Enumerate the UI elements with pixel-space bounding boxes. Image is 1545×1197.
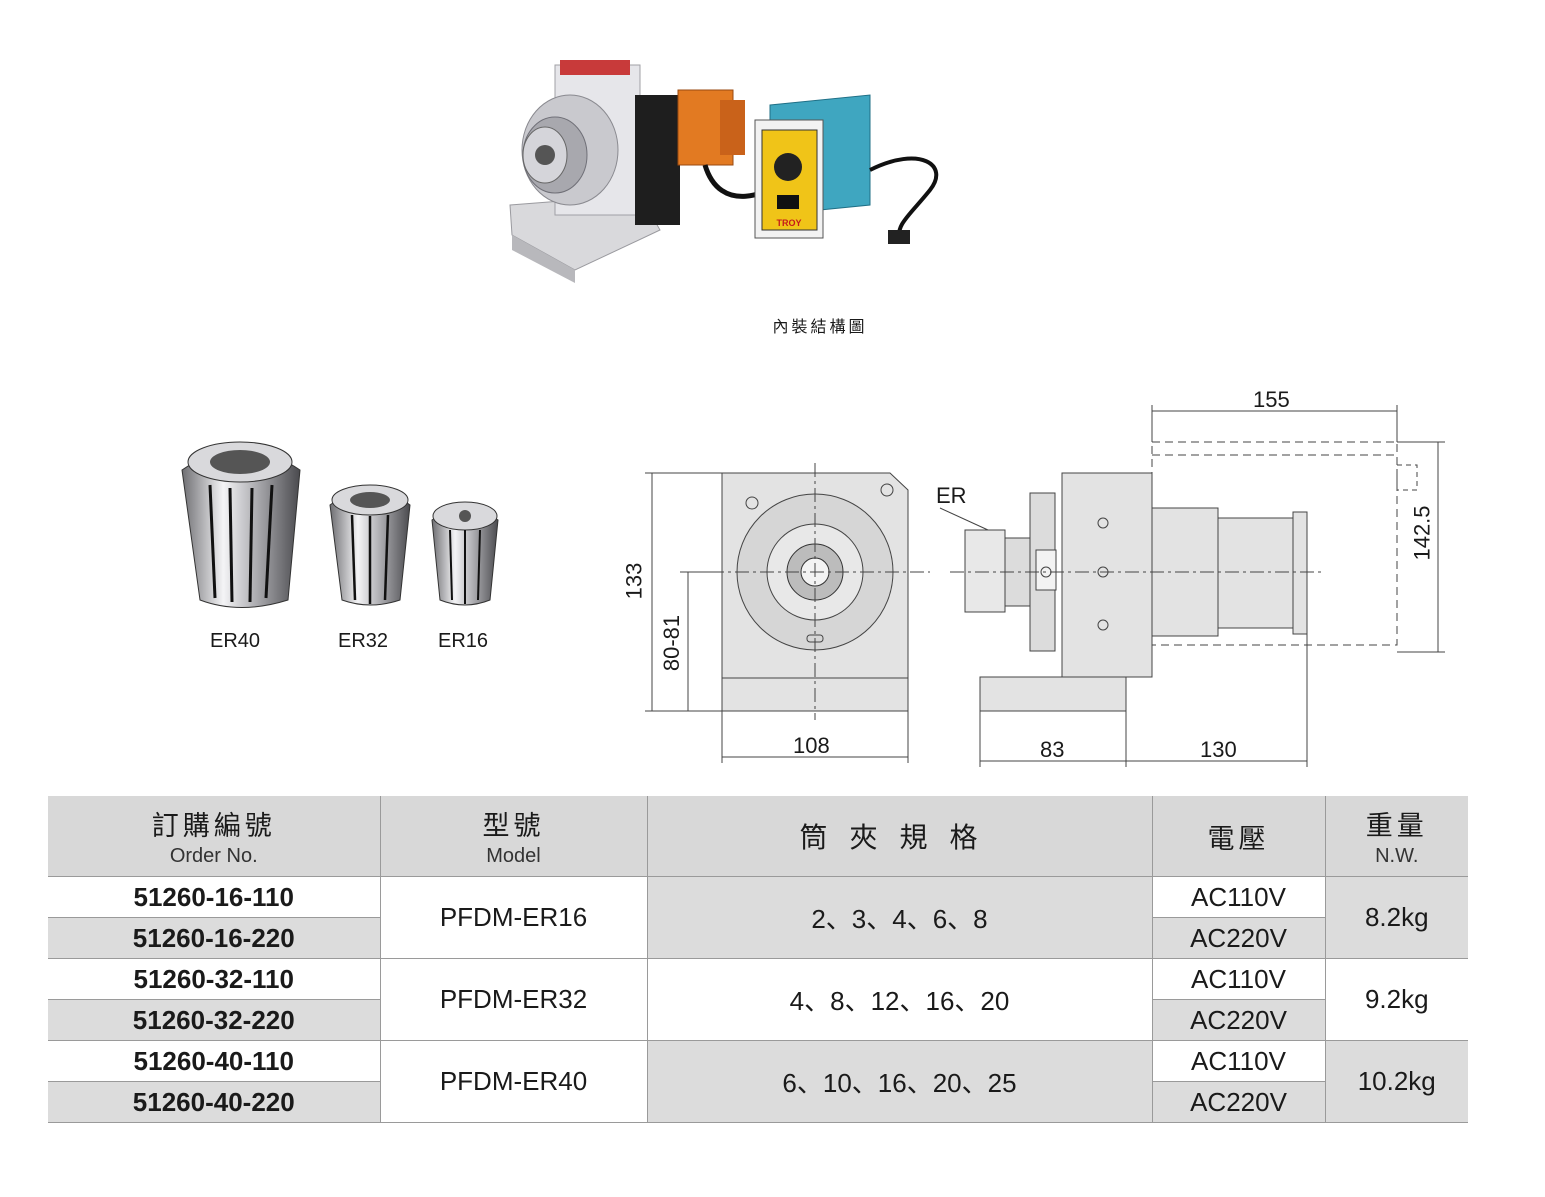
order-no: 51260-16-220 xyxy=(48,917,380,959)
dim-133: 133 xyxy=(621,562,647,600)
header-weight-cn: 重量 xyxy=(1365,811,1428,842)
header-voltage-cn: 電壓 xyxy=(1207,823,1270,855)
header-model-en: Model xyxy=(486,845,541,867)
collet-sizes-cell: 2、3、4、6、8 xyxy=(646,876,1152,959)
table-row: 51260-32-110 PFDM-ER32 4、8、12、16、20 AC11… xyxy=(48,958,1468,1041)
collet-label-er40: ER40 xyxy=(210,630,261,652)
header-weight: 重量 N.W. xyxy=(1324,796,1468,877)
table-row: 51260-40-220 AC220V xyxy=(48,1081,1468,1123)
dim-80-81: 80-81 xyxy=(659,614,685,672)
header-weight-en: N.W. xyxy=(1375,845,1419,867)
weight-cell: 8.2kg xyxy=(1324,876,1468,959)
weight-cell: 10.2kg xyxy=(1324,1040,1468,1123)
technical-drawing xyxy=(645,405,1445,767)
front-view xyxy=(645,463,930,763)
collet-illustration xyxy=(181,441,499,608)
voltage-cell: AC110V xyxy=(1151,958,1325,1000)
dim-83: 83 xyxy=(1040,737,1065,762)
weight-cell: 9.2kg xyxy=(1324,958,1468,1041)
collet-er32-image xyxy=(329,484,411,606)
table-row: 51260-40-110 PFDM-ER40 6、10、16、20、25 AC1… xyxy=(48,1040,1468,1123)
voltage-cell: AC220V xyxy=(1151,917,1325,959)
model-cell: PFDM-ER40 xyxy=(379,1040,647,1123)
dim-155: 155 xyxy=(1253,387,1290,412)
dim-130: 130 xyxy=(1200,737,1237,762)
header-model-cn: 型號 xyxy=(482,811,545,842)
spec-table: 訂購編號 Order No. 型號 Model 筒夾規格 電壓 重量 N.W. … xyxy=(48,796,1468,1123)
table-row: 51260-16-220 AC220V xyxy=(48,917,1468,959)
collet-sizes-cell: 6、10、16、20、25 xyxy=(646,1040,1152,1123)
header-order-no: 訂購編號 Order No. xyxy=(48,796,380,877)
brand-label: TROY xyxy=(776,218,801,228)
header-collet-spec: 筒夾規格 xyxy=(646,796,1152,877)
er-label: ER xyxy=(936,483,967,508)
structure-caption: 內裝結構圖 xyxy=(772,317,868,336)
voltage-cell: AC220V xyxy=(1151,999,1325,1041)
order-no: 51260-16-110 xyxy=(48,876,380,918)
model-cell: PFDM-ER32 xyxy=(379,958,647,1041)
collet-er16-image xyxy=(431,501,499,606)
model-cell: PFDM-ER16 xyxy=(379,876,647,959)
header-collet-spec-cn: 筒夾規格 xyxy=(799,821,1000,854)
order-no: 51260-40-220 xyxy=(48,1081,380,1123)
voltage-cell: AC110V xyxy=(1151,1040,1325,1082)
collet-label-er32: ER32 xyxy=(338,630,389,652)
header-order-cn: 訂購編號 xyxy=(151,811,276,842)
collet-er40-image xyxy=(181,441,301,608)
order-no: 51260-32-110 xyxy=(48,958,380,1000)
side-view xyxy=(939,405,1445,767)
dim-108: 108 xyxy=(793,733,830,758)
order-no: 51260-40-110 xyxy=(48,1040,380,1082)
voltage-cell: AC220V xyxy=(1151,1081,1325,1123)
header-order-en: Order No. xyxy=(169,845,258,867)
table-row: 51260-32-220 AC220V xyxy=(48,999,1468,1041)
table-header-row: 訂購編號 Order No. 型號 Model 筒夾規格 電壓 重量 N.W. xyxy=(48,796,1468,877)
header-model: 型號 Model xyxy=(379,796,647,877)
collet-sizes-cell: 4、8、12、16、20 xyxy=(646,958,1152,1041)
order-no: 51260-32-220 xyxy=(48,999,380,1041)
product-photo: TROY xyxy=(509,60,939,283)
header-voltage: 電壓 xyxy=(1151,796,1325,877)
collet-label-er16: ER16 xyxy=(438,630,489,652)
dim-142-5: 142.5 xyxy=(1409,505,1435,561)
table-row: 51260-16-110 PFDM-ER16 2、3、4、6、8 AC110V … xyxy=(48,876,1468,959)
voltage-cell: AC110V xyxy=(1151,876,1325,918)
